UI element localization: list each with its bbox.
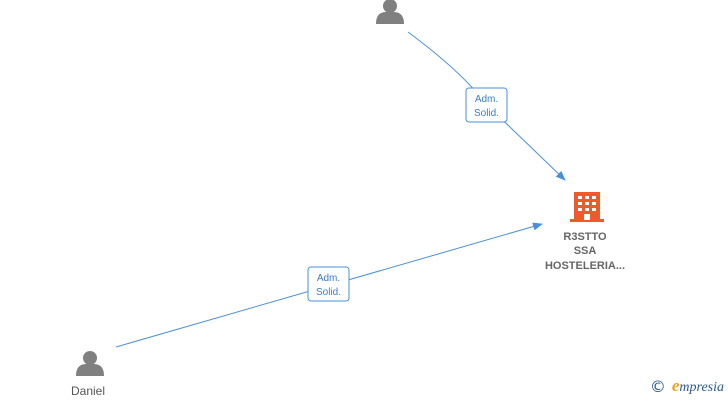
brand-initial: e xyxy=(671,376,680,395)
company-label-line1: R3STTO xyxy=(563,231,607,243)
brand-rest: mpresia xyxy=(679,380,724,395)
brand-watermark: © empresia xyxy=(650,376,724,396)
brand-logo: empresia xyxy=(672,376,724,396)
person-daniel-label: Daniel xyxy=(71,384,105,398)
edge-label-daniel-line2: Solid. xyxy=(316,287,341,298)
person-icon xyxy=(76,351,104,376)
company-label-line2: SSA xyxy=(574,245,597,257)
copyright-icon: © xyxy=(649,376,666,396)
edge-label-daniel: Adm. Solid. xyxy=(307,266,350,302)
company-node[interactable]: R3STTO SSA HOSTELERIA... xyxy=(545,192,625,272)
edge-label-daniel-line1: Adm. xyxy=(317,273,340,284)
edge-label-top-line1: Adm. xyxy=(475,94,498,105)
person-icon xyxy=(376,0,404,24)
person-top-node[interactable] xyxy=(376,0,404,24)
edge-label-top: Adm. Solid. xyxy=(465,87,508,123)
person-daniel-node[interactable]: Daniel xyxy=(71,351,105,398)
company-label-line3: HOSTELERIA... xyxy=(545,260,625,272)
building-icon xyxy=(570,192,604,222)
edge-label-top-line2: Solid. xyxy=(474,108,499,119)
